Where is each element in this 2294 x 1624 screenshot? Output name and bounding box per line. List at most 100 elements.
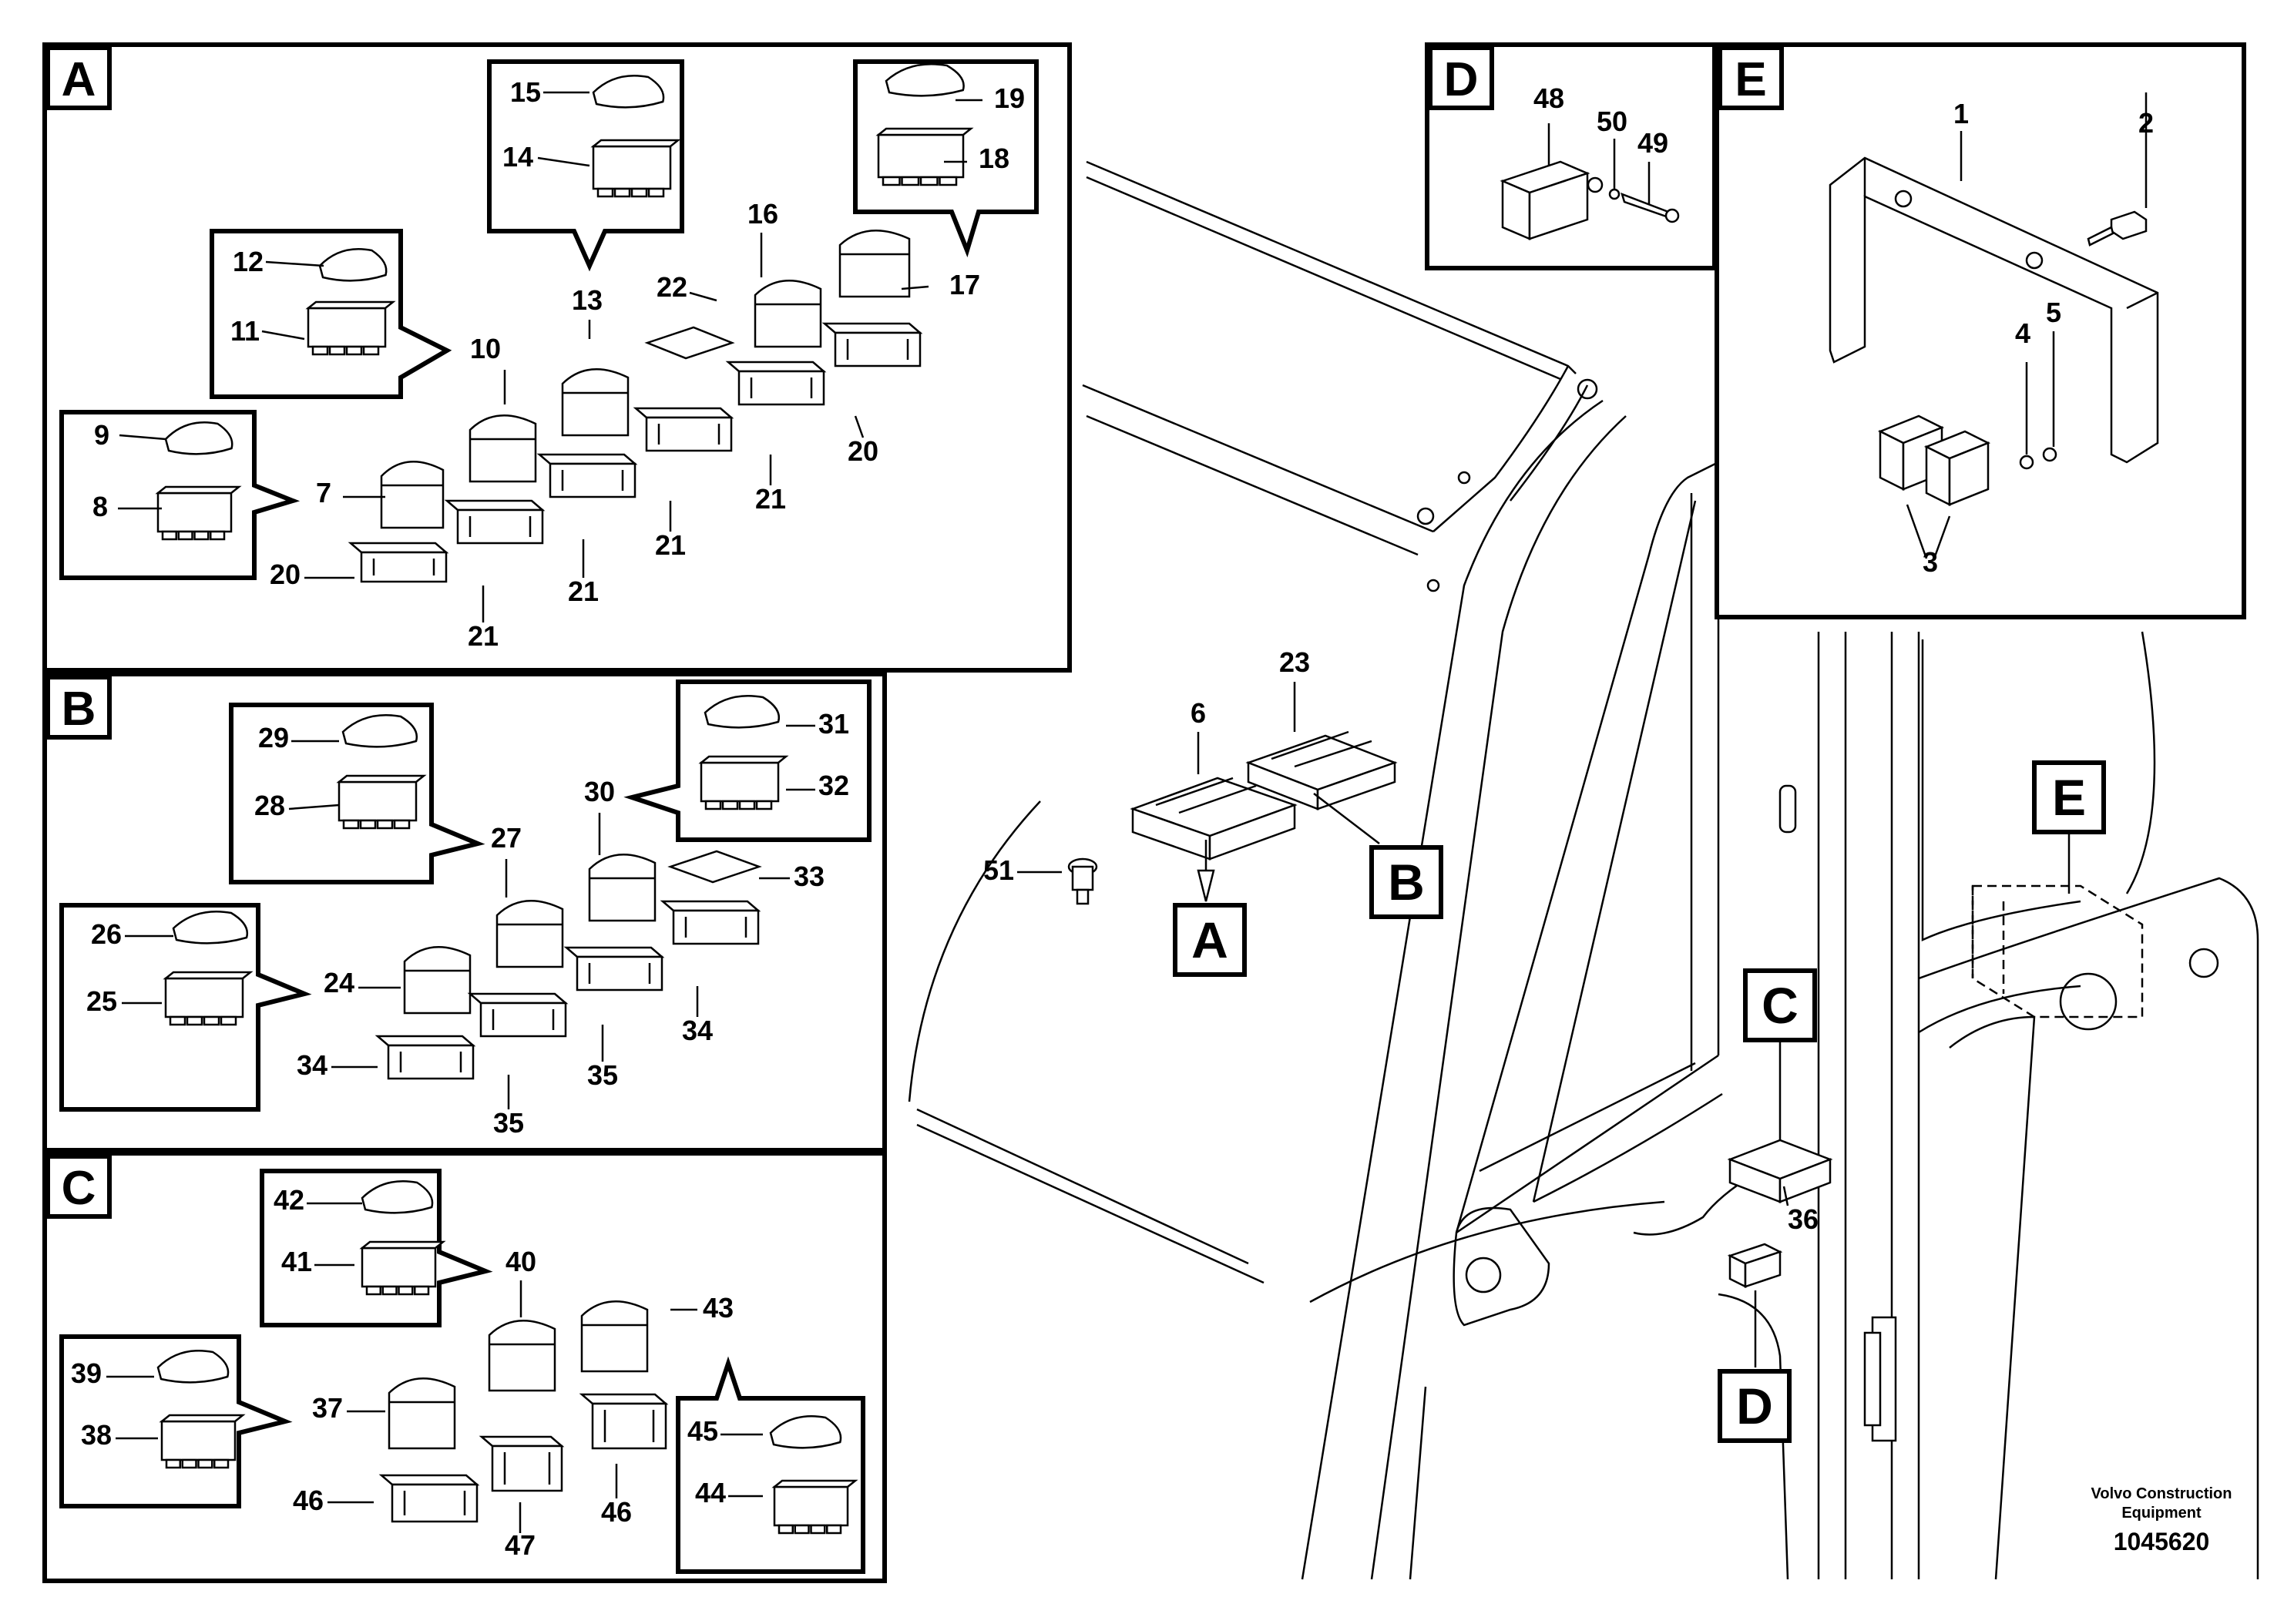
part-label-a-1: 15 [510, 76, 541, 108]
section-e-frame [1715, 42, 2246, 619]
part-label-c-10: 46 [293, 1485, 324, 1516]
cap-39 [156, 1349, 230, 1384]
callout-b-box [1369, 845, 1443, 919]
callout-a-letter: A [1191, 911, 1228, 968]
switch-16 [754, 280, 822, 348]
frame-47 [479, 1435, 565, 1492]
frame-35-b [563, 946, 665, 992]
section-tabs: A B C D E [45, 45, 1784, 1219]
frame-35-a [467, 992, 569, 1038]
part-label-a-17: 21 [655, 529, 686, 561]
switch-body-32 [698, 755, 789, 810]
footer-company-line2: Equipment [2121, 1505, 2202, 1522]
callout-boxes: A B C D E [1173, 760, 2106, 1443]
switch-30 [588, 854, 657, 922]
part-label-a-2: 14 [502, 141, 533, 173]
switch-body-41 [359, 1240, 446, 1296]
part-label-b-2: 28 [254, 790, 285, 821]
cap-9 [164, 421, 233, 455]
part-label-b-12: 35 [493, 1107, 524, 1139]
part-label-b-13: 35 [587, 1059, 618, 1091]
callout-e-box [2032, 760, 2106, 834]
switch-43 [580, 1300, 649, 1373]
frame-21-a [444, 499, 546, 545]
part-label-c-1: 42 [274, 1184, 304, 1216]
frame-21-c [633, 407, 734, 452]
part-label-d-2: 50 [1597, 106, 1627, 137]
frame-20-left [348, 542, 449, 583]
part-label-main-4: 36 [1788, 1203, 1819, 1235]
part-label-a-3: 19 [994, 82, 1025, 114]
switch-10 [469, 414, 537, 483]
switch-box-c [1727, 1139, 1833, 1203]
part-label-c-9: 44 [695, 1477, 726, 1508]
leader-line-6 [261, 330, 305, 341]
frame-34-left [374, 1035, 476, 1080]
callout-e-letter: E [2052, 769, 2086, 826]
section-label-c: C [62, 1162, 96, 1215]
part-label-a-14: 7 [316, 477, 331, 508]
switch-13 [561, 368, 630, 437]
part-label-a-12: 9 [94, 419, 109, 451]
part-label-b-5: 30 [584, 776, 615, 807]
cap-45 [769, 1414, 842, 1449]
part-label-a-5: 12 [233, 246, 264, 277]
leader-line-10 [689, 291, 717, 302]
section-label-a: A [62, 53, 96, 106]
part-label-b-6: 27 [491, 822, 522, 854]
part-label-a-7: 13 [572, 284, 603, 316]
switch-body-11 [305, 300, 396, 356]
switch-parts [155, 62, 974, 1535]
part-label-a-4: 18 [979, 143, 1009, 174]
switch-7 [380, 461, 445, 529]
switch-body-18 [875, 127, 974, 186]
part-label-a-19: 21 [468, 620, 499, 652]
part-label-e-5: 3 [1923, 546, 1938, 578]
part-label-b-8: 26 [91, 918, 122, 950]
switch-27 [495, 900, 564, 968]
frame-21-d [725, 361, 827, 406]
footer: Volvo Construction Equipment 1045620 [2091, 1485, 2232, 1555]
part-label-c-8: 45 [687, 1415, 718, 1447]
callout-a-arrow [1197, 869, 1215, 902]
part-label-main-1: 6 [1191, 697, 1206, 729]
part-label-a-10: 22 [657, 271, 687, 303]
section-label-e: E [1735, 53, 1766, 106]
section-d-parts [1500, 123, 1680, 240]
part-51 [1067, 857, 1098, 905]
footer-company-line1: Volvo Construction [2091, 1485, 2232, 1502]
callout-d-box [1718, 1369, 1792, 1443]
part-label-b-10: 24 [324, 967, 354, 998]
part-label-main-2: 23 [1279, 646, 1310, 678]
part-label-b-14: 34 [682, 1015, 713, 1046]
switch-body-8 [155, 485, 242, 541]
cover-33 [667, 850, 762, 884]
cap-29 [341, 713, 418, 748]
leader-line-9 [901, 285, 929, 290]
section-e-parts [1829, 92, 2159, 559]
cap-31 [704, 694, 781, 729]
callout-d-letter: D [1736, 1377, 1773, 1434]
switch-body-28 [336, 774, 427, 830]
cap-42 [361, 1179, 434, 1214]
part-label-a-15: 20 [270, 559, 301, 590]
callout-c-letter: C [1762, 977, 1799, 1034]
part-label-a-9: 17 [949, 269, 980, 300]
cap-26 [172, 910, 249, 945]
cover-22 [644, 326, 735, 360]
leader-line-12 [119, 434, 166, 441]
cap-15 [592, 74, 665, 109]
part-label-b-9: 25 [86, 985, 117, 1017]
part-label-b-3: 31 [818, 708, 849, 740]
callout-b-leader [1313, 793, 1380, 844]
cab-illustration [908, 160, 2259, 1580]
callout-b-letter: B [1388, 854, 1425, 911]
part-label-b-4: 32 [818, 770, 849, 801]
frame-21-b [536, 453, 638, 498]
part-label-e-4: 5 [2046, 297, 2061, 328]
part-label-c-7: 37 [312, 1392, 343, 1424]
part-label-d-3: 49 [1637, 127, 1668, 159]
